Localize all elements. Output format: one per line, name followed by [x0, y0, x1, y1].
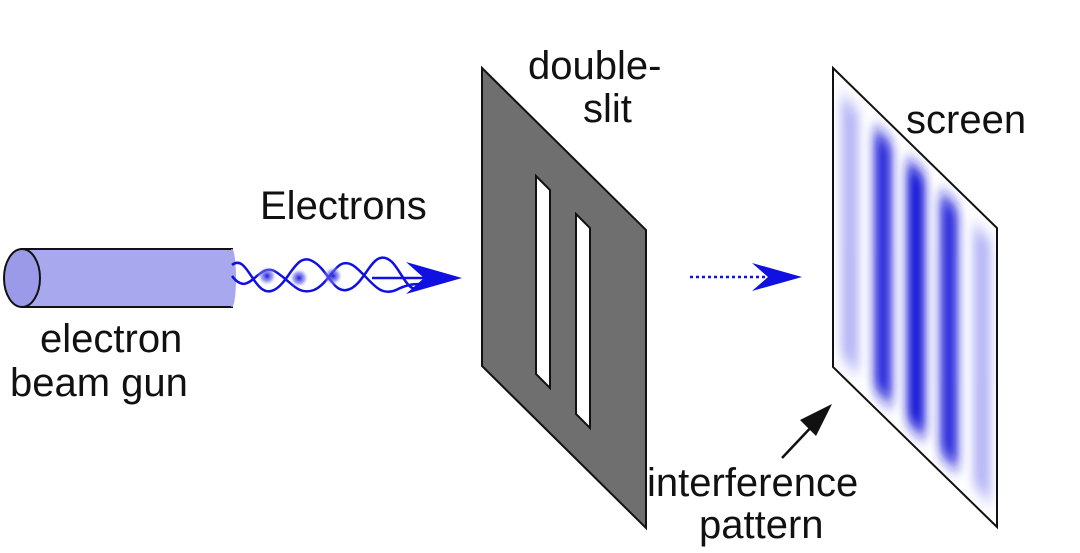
- screen-label: screen: [906, 98, 1026, 142]
- slit-plate: [481, 65, 647, 531]
- fringe-band-1: [841, 93, 859, 375]
- pointer-arrowhead: [800, 404, 832, 436]
- gun-body: [21, 248, 233, 308]
- screen-border: [832, 65, 998, 530]
- dotted-beam-arrowhead: [752, 263, 802, 291]
- fringe-band-3: [907, 158, 925, 439]
- fringe-band-4: [940, 190, 958, 471]
- screen: [832, 65, 998, 530]
- labels: electron beam gun Electrons double- slit…: [10, 44, 1026, 547]
- gun-front-cap: [3, 248, 41, 308]
- electron-dot-1: [257, 266, 277, 286]
- pattern-label-line1: interference: [647, 461, 858, 505]
- gun-label-line1: electron: [40, 317, 182, 361]
- gun-label-line2: beam gun: [10, 361, 188, 405]
- electron-wave: [231, 256, 462, 294]
- slit-opening-2: [575, 211, 591, 431]
- electron-beam-gun: [3, 248, 236, 308]
- electron-dot-3: [323, 266, 343, 286]
- pattern-pointer-arrow: [781, 404, 832, 459]
- fringe-band-5: [973, 222, 991, 504]
- interference-fringes: [841, 93, 991, 504]
- beam-arrowhead: [406, 262, 462, 294]
- electron-dot-2: [289, 268, 309, 288]
- fringe-band-2: [874, 126, 892, 407]
- slit-label-line2: slit: [583, 87, 632, 131]
- slit-label-line1: double-: [528, 44, 661, 88]
- double-slit-plate: [481, 65, 647, 531]
- slit-opening-1: [535, 173, 551, 391]
- transmitted-beam: [690, 263, 802, 291]
- electrons-label: Electrons: [260, 184, 427, 228]
- pattern-label-line2: pattern: [699, 503, 824, 547]
